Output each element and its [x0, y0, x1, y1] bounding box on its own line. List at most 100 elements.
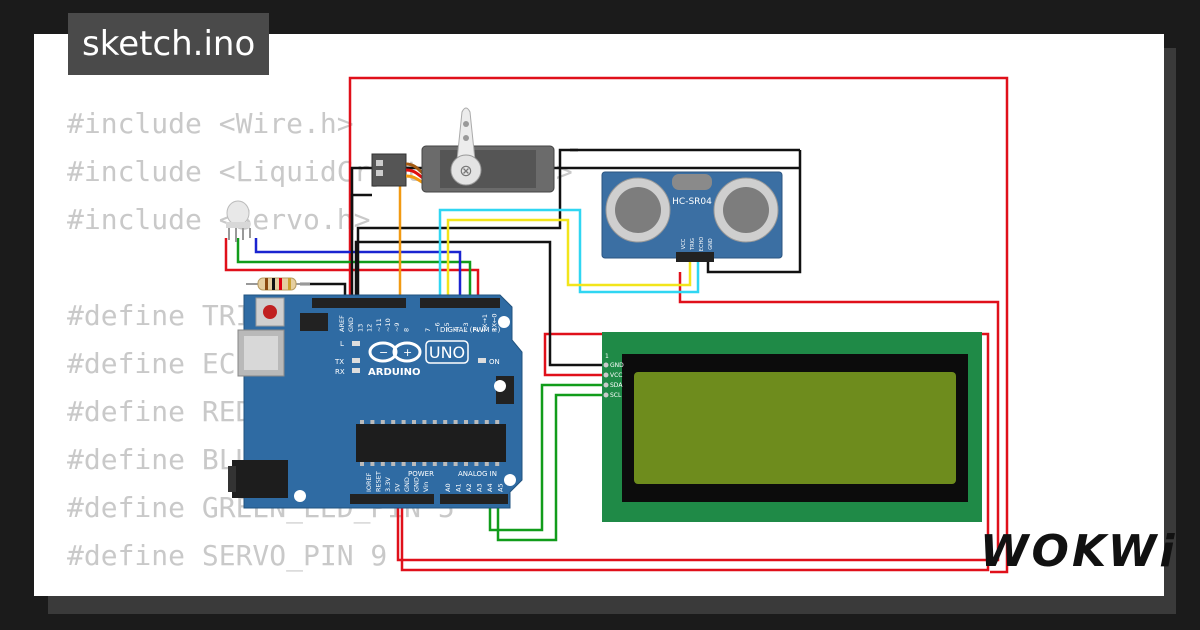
wire-cyan-echo: [438, 208, 700, 302]
sensor-pin-label: TRIG: [690, 238, 696, 251]
chip-pin: [474, 420, 479, 424]
led-rx-icon: [352, 368, 360, 373]
chip-pin: [360, 420, 364, 424]
chip-pin: [495, 462, 500, 466]
wokwi-logo: WOKWi: [980, 526, 1178, 577]
arduino-logo-right: [392, 341, 422, 363]
code-line: #define SERVO_PIN 9: [67, 539, 388, 572]
digital-header-right: [420, 298, 500, 308]
pin-label: A4: [486, 483, 494, 492]
wire-green-scl: [496, 393, 606, 542]
wire-red-5v-1: [396, 272, 1000, 562]
lcd-pin-label: GND: [610, 362, 624, 369]
pin-label: 3.3V: [384, 477, 392, 492]
digital-label: DIGITAL (PWM ~): [440, 326, 501, 334]
wire-black-servo-gnd: [356, 148, 578, 302]
on-label: ON: [489, 358, 500, 366]
file-tab[interactable]: sketch.ino: [68, 13, 270, 75]
sensor-mesh: [615, 187, 661, 233]
lcd-pin: [603, 362, 609, 368]
resistor-band: [272, 278, 275, 290]
chip-pin: [380, 420, 385, 424]
lcd-display[interactable]: 1 GND VCC SDA SCL: [602, 332, 982, 522]
chip-pin: [422, 462, 427, 466]
power-label: POWER: [408, 470, 434, 478]
pin-label: A2: [465, 483, 473, 492]
chip-pin: [484, 462, 489, 466]
lcd-pin-label: VCC: [610, 372, 622, 379]
ultrasonic-sensor[interactable]: HC-SR04 VCC TRIG ECHO GND: [601, 171, 783, 262]
sensor-header: [676, 252, 714, 262]
power-jack: [232, 460, 288, 498]
led-label: RX: [335, 368, 345, 376]
icsp-header: [300, 313, 328, 331]
sensor-pin-label: VCC: [681, 238, 687, 249]
led-on-icon: [478, 358, 486, 363]
pin-label: IOREF: [365, 472, 373, 492]
resistor-band: [279, 278, 282, 290]
mount-hole: [494, 380, 506, 392]
servo-connector-pin: [376, 160, 383, 166]
sensor-crystal: [672, 174, 712, 190]
lcd-screen: [634, 372, 956, 484]
minus-icon: −: [379, 346, 388, 359]
sensor-model-label: HC-SR04: [672, 197, 712, 207]
mount-hole: [498, 316, 510, 328]
plus-icon: +: [403, 346, 412, 359]
pin-label: AREF: [338, 315, 346, 332]
pin-label: A0: [444, 483, 452, 492]
servo-motor[interactable]: ⊗: [371, 107, 555, 193]
pin-label: 7: [424, 328, 432, 332]
pin-label: A5: [497, 483, 505, 492]
chip-pin: [380, 462, 385, 466]
chip-pin: [401, 462, 406, 466]
chip-pin: [391, 420, 396, 424]
pin-label: ~3: [462, 322, 470, 332]
chip-pin: [370, 420, 375, 424]
wire-black-sensor-gnd: [350, 150, 802, 302]
pin-label: RESET: [375, 471, 383, 492]
resistor-band: [265, 278, 268, 290]
pin-label: GND: [347, 317, 355, 332]
wire-red-top-loop: [348, 76, 1009, 574]
resistor[interactable]: [246, 277, 310, 291]
wire-black-servo: [350, 193, 372, 230]
pin-label: 13: [356, 324, 364, 332]
pin-label: RX←0: [491, 313, 499, 332]
servo-hub: [450, 154, 482, 186]
pin-label: 5V: [394, 483, 402, 492]
chip-pins: [360, 420, 500, 466]
digital-header-left: [312, 298, 406, 308]
servo-screw-icon: ⊗: [459, 161, 472, 180]
lcd-pin: [603, 372, 609, 378]
chip-pin: [412, 420, 416, 424]
servo-horn-hole: [463, 121, 469, 127]
pin-label: A1: [455, 483, 463, 492]
code-line: #include <Wire.h>: [67, 107, 354, 140]
uno-badge: [425, 340, 469, 364]
pin-label: ~6: [434, 322, 442, 332]
chip-pin: [453, 462, 458, 466]
power-jack-lip: [228, 466, 236, 492]
wire-yellow-trig: [446, 218, 692, 302]
analog-label: ANALOG IN: [458, 470, 497, 478]
mount-hole: [504, 474, 516, 486]
sensor-pin-label: ECHO: [699, 237, 705, 251]
rgb-led[interactable]: [226, 200, 251, 242]
usb-port-inner: [244, 336, 278, 370]
pin-label: Vin: [422, 482, 430, 492]
pin-label: A3: [476, 483, 484, 492]
led-tx-icon: [352, 358, 360, 363]
mount-hole: [294, 490, 306, 502]
arduino-label: ARDUINO: [368, 367, 420, 378]
chip-pin: [443, 420, 448, 424]
rgb-led-base: [226, 222, 250, 228]
pin-label: 4: [453, 328, 461, 332]
chip-pin: [484, 420, 489, 424]
rgb-led-dome: [226, 200, 250, 226]
lcd-pin: [603, 382, 609, 388]
